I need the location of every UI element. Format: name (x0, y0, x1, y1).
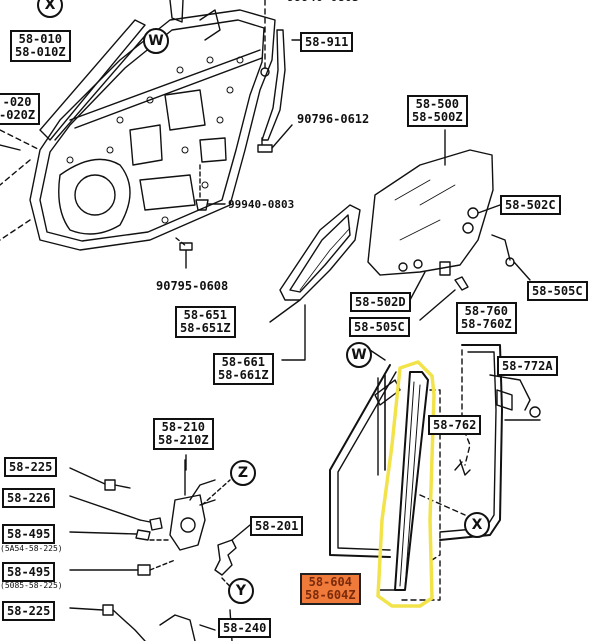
callout-x-top: X (37, 0, 63, 18)
note-5a54-58-225: (5A54-58-225) (0, 544, 63, 553)
label-58-020: -020 -020Z (0, 93, 41, 125)
label-58-604-highlighted: 58-604 58-604Z (300, 573, 361, 605)
callout-w-top: W (143, 28, 169, 54)
label-58-502c: 58-502C (500, 195, 561, 215)
label-58-502d: 58-502D (350, 292, 411, 312)
label-90795-0608: 90795-0608 (156, 279, 229, 293)
label-58-225-b: 58-225 (2, 601, 56, 621)
door-inner-panel (0, 9, 276, 251)
label-58-505c-right: 58-505C (527, 281, 588, 301)
label-58-210: 58-210 58-210Z (153, 418, 214, 450)
label-58-201: 58-201 (250, 516, 304, 536)
bracket-top (169, 0, 184, 23)
vent-glass (279, 204, 361, 301)
label-58-661: 58-661 58-661Z (213, 353, 274, 385)
run-channel-58-604 (394, 371, 429, 591)
label-58-772a: 58-772A (497, 356, 558, 376)
door-glass (367, 149, 531, 281)
label-58-495-a: 58-495 (2, 524, 56, 544)
label-58-240: 58-240 (218, 618, 272, 638)
callout-x-right: X (464, 512, 490, 538)
lock-assembly (169, 459, 216, 551)
label-58-225-a: 58-225 (4, 457, 58, 477)
label-58-495-b: 58-495 (2, 562, 56, 582)
highlight-outline (376, 360, 436, 608)
label-58-651: 58-651 58-651Z (175, 306, 236, 338)
label-58-760: 58-760 58-760Z (456, 302, 517, 334)
bolts-left (69, 467, 163, 641)
label-58-010: 58-010 58-010Z (10, 30, 71, 62)
label-99940-0803: 99940-0803 (228, 198, 295, 211)
callout-z: Z (230, 460, 256, 486)
label-58-505c-left: 58-505C (349, 317, 410, 337)
label-99940-0803-top: 99940-0803 (287, 0, 359, 4)
label-58-500: 58-500 58-500Z (407, 95, 468, 127)
label-58-911: 58-911 (300, 32, 354, 52)
label-58-226: 58-226 (2, 488, 56, 508)
note-5085-58-225: (5085-58-225) (0, 581, 63, 590)
label-90796-0612: 90796-0612 (297, 112, 370, 126)
run-channel-frame (329, 364, 401, 558)
callout-w-mid: W (346, 342, 372, 368)
callout-y: Y (228, 578, 254, 604)
link-58-201 (214, 524, 251, 576)
label-58-762: 58-762 (428, 415, 482, 435)
